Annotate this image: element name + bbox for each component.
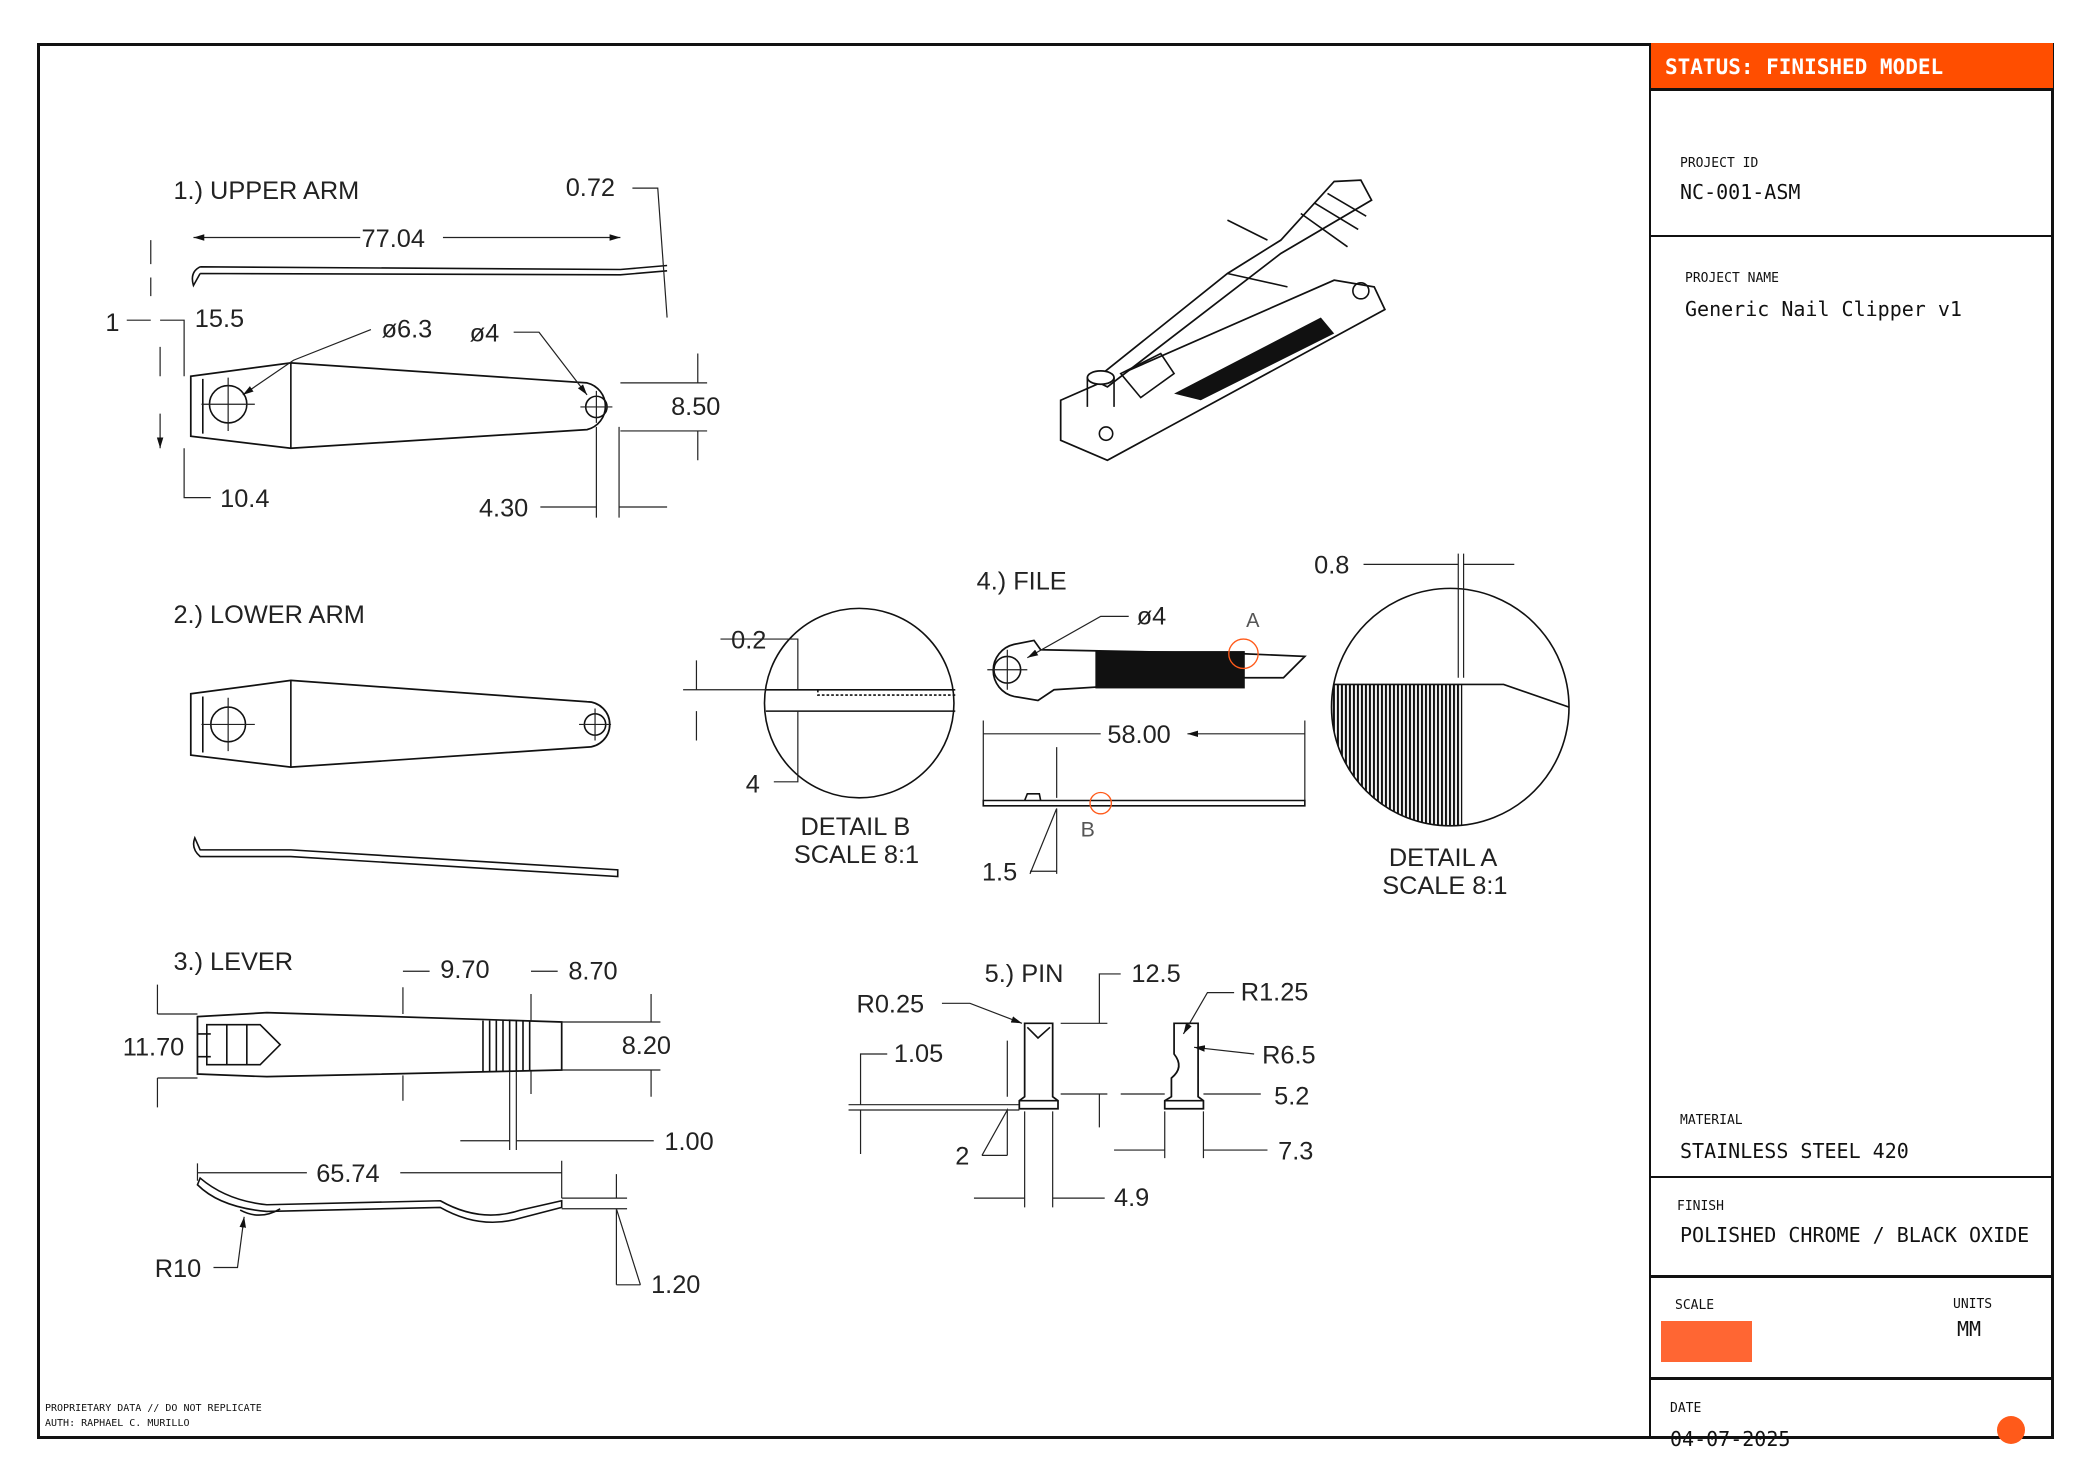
isometric-assembly-view [1059, 179, 1387, 462]
marker-b: B [1081, 818, 1095, 842]
units-label: UNITS [1953, 1297, 1993, 1312]
view-title: 4.) FILE [977, 568, 1067, 596]
dim-r1-25: R1.25 [1241, 979, 1309, 1007]
dim-0-8: 0.8 [1314, 552, 1349, 580]
project-id-label: PROJECT ID [1680, 156, 1759, 171]
material-label: MATERIAL [1680, 1113, 1743, 1128]
pin-front-view [1018, 1022, 1059, 1110]
dim-65-74: 65.74 [316, 1160, 379, 1188]
view-detail-a: 0.8 DETAIL A SCALE 8:1 [1314, 552, 1570, 900]
drawing-frame [37, 43, 2054, 1439]
dim-dia-4: ø4 [1137, 602, 1167, 630]
dim-11-70: 11.70 [123, 1033, 185, 1061]
dim-7-3: 7.3 [1278, 1137, 1313, 1165]
dim-dia-4: ø4 [470, 320, 500, 348]
dim-1-00: 1.00 [664, 1128, 713, 1156]
view-title: 3.) LEVER [173, 948, 293, 976]
project-name-label: PROJECT NAME [1685, 271, 1779, 286]
material-value: STAINLESS STEEL 420 [1680, 1139, 1909, 1163]
lever-plan-view [196, 1011, 563, 1078]
scale-label: SCALE [1675, 1298, 1715, 1313]
view-upper-arm: 1.) UPPER ARM 77.04 0.72 1 15.5 ø6.3 ø4 … [105, 174, 720, 522]
date-label: DATE [1670, 1401, 1702, 1416]
finish-section: FINISH POLISHED CHROME / BLACK OXIDE [1651, 1180, 2053, 1278]
dim-4: 4 [746, 770, 760, 798]
detail-a-label: DETAIL A [1389, 844, 1497, 872]
dim-0-2: 0.2 [731, 626, 766, 654]
units-value: MM [1957, 1317, 1982, 1341]
view-title: 1.) UPPER ARM [173, 177, 359, 205]
dim-4-30: 4.30 [479, 494, 528, 522]
view-file: 4.) FILE A ø4 58.00 B 1.5 [977, 568, 1307, 887]
lever-grip-ridges [482, 1020, 531, 1072]
dim-0-72: 0.72 [566, 174, 615, 202]
dim-1: 1 [105, 309, 119, 337]
finish-value: POLISHED CHROME / BLACK OXIDE [1680, 1223, 2030, 1247]
dim-15-5: 15.5 [195, 305, 244, 333]
footer-proprietary: PROPRIETARY DATA // DO NOT REPLICATE [45, 1403, 262, 1414]
scale-swatch [1661, 1321, 1752, 1362]
dim-12-5: 12.5 [1131, 960, 1180, 988]
view-detail-b: 0.2 4 DETAIL B SCALE 8:1 [683, 607, 956, 869]
dim-2: 2 [955, 1143, 969, 1171]
dim-dia-6-3: ø6.3 [382, 316, 433, 344]
project-id-value: NC-001-ASM [1680, 180, 1801, 204]
detail-a-scale: SCALE 8:1 [1382, 872, 1507, 900]
upper-arm-plan-view [189, 362, 607, 450]
dim-1-5: 1.5 [982, 859, 1017, 887]
dim-4-9: 4.9 [1114, 1184, 1149, 1212]
project-name-section: PROJECT NAME Generic Nail Clipper v1 MAT… [1651, 239, 2053, 1178]
dim-1-20: 1.20 [651, 1271, 700, 1299]
lower-arm-plan-view [189, 679, 611, 769]
view-title: 5.) PIN [985, 960, 1064, 988]
dim-r0-25: R0.25 [857, 991, 925, 1019]
lower-arm-side-profile [192, 835, 619, 878]
dim-8-20: 8.20 [622, 1032, 671, 1060]
detail-b-scale: SCALE 8:1 [794, 841, 919, 869]
status-dot-icon [1997, 1416, 2025, 1444]
dim-77-04: 77.04 [362, 225, 425, 253]
project-id-section: PROJECT ID NC-001-ASM [1651, 94, 2053, 237]
view-lever: 3.) LEVER 11.70 9.70 8.70 8.20 1.00 65.7… [123, 948, 714, 1299]
dim-r6-5: R6.5 [1262, 1041, 1316, 1069]
upper-arm-side-profile [191, 264, 668, 288]
marker-a: A [1246, 610, 1260, 632]
project-name-value: Generic Nail Clipper v1 [1685, 297, 1962, 321]
dim-1-05: 1.05 [894, 1040, 943, 1068]
view-pin: 5.) PIN R0.25 12.5 1.05 2 4.9 R1.25 R6.5… [848, 960, 1316, 1212]
date-value: 04-07-2025 [1670, 1427, 1791, 1451]
title-block: STATUS: FINISHED MODEL PROJECT ID NC-001… [1649, 43, 2053, 1451]
view-title: 2.) LOWER ARM [173, 601, 364, 629]
date-section: DATE 04-07-2025 [1651, 1383, 2053, 1479]
view-lower-arm: 2.) LOWER ARM [173, 601, 619, 878]
dim-8-70: 8.70 [568, 957, 617, 985]
detail-b-label: DETAIL B [801, 813, 911, 841]
file-side-profile [982, 793, 1306, 807]
dim-10-4: 10.4 [220, 485, 269, 513]
dim-5-2: 5.2 [1274, 1083, 1309, 1111]
status-banner: STATUS: FINISHED MODEL [1651, 43, 2053, 91]
dim-9-70: 9.70 [440, 956, 489, 984]
scale-units-section: SCALE UNITS MM [1651, 1281, 2053, 1380]
lever-side-profile [196, 1176, 563, 1223]
pin-side-view [1163, 1022, 1205, 1110]
footer-author: AUTH: RAPHAEL C. MURILLO [45, 1418, 190, 1429]
finish-label: FINISH [1677, 1199, 1724, 1214]
dim-r10: R10 [155, 1255, 201, 1283]
dim-8-50: 8.50 [671, 393, 720, 421]
dim-58-00: 58.00 [1107, 721, 1170, 749]
